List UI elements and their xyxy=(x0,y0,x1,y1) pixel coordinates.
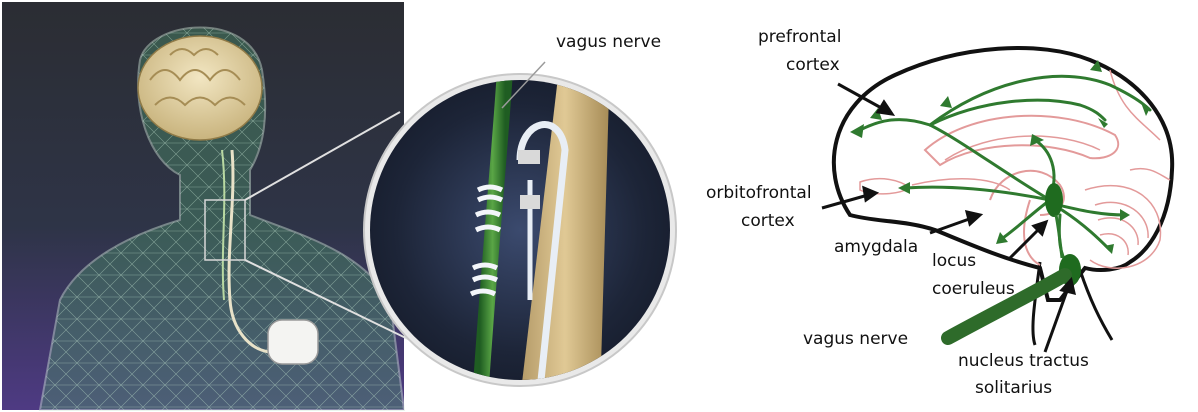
pulse-generator xyxy=(268,320,318,364)
label-vagus-nerve-right: vagus nerve xyxy=(803,329,908,349)
locus-coeruleus-node xyxy=(1045,183,1063,217)
label-orbitofrontal: orbitofrontal xyxy=(706,183,812,203)
label-prefrontal: prefrontal xyxy=(758,27,841,47)
label-vagus-nerve-left: vagus nerve xyxy=(556,32,661,52)
label-nucleus-tractus: nucleus tractus xyxy=(958,351,1089,371)
label-locus: locus xyxy=(932,251,976,271)
label-solitarius: solitarius xyxy=(975,378,1052,398)
brain-diagram xyxy=(834,48,1172,345)
label-amygdala: amygdala xyxy=(834,237,918,257)
label-prefrontal-cortex: cortex xyxy=(786,55,840,75)
left-panel-illustration xyxy=(2,2,404,410)
label-orbitofrontal-cortex: cortex xyxy=(741,211,795,231)
magnified-lens xyxy=(360,60,680,400)
cerebellum xyxy=(1085,186,1160,269)
brain-3d xyxy=(138,36,262,140)
label-coeruleus: coeruleus xyxy=(932,279,1015,299)
